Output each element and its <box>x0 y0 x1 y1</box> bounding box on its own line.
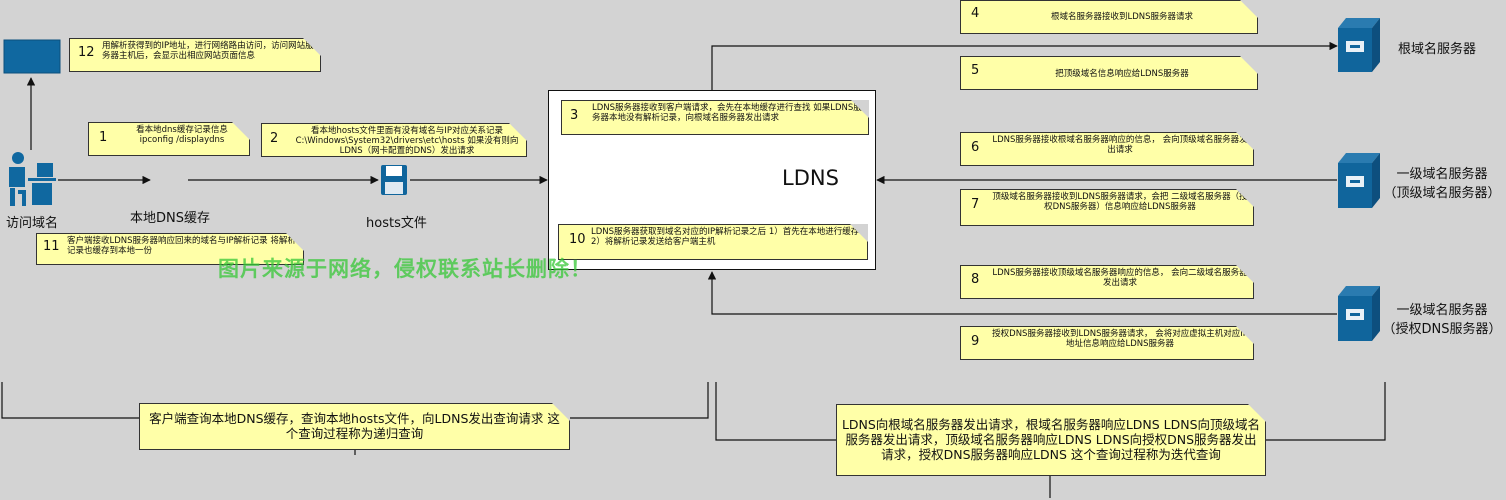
step-text: 看本地hosts文件里面有没有域名与IP对应关系记录 C:\Windows\Sy… <box>295 126 519 156</box>
step-note-4: 4 根域名服务器接收到LDNS服务器请求 <box>960 0 1258 34</box>
step-note-8: 8 LDNS服务器接收顶级域名服务器响应的信息， 会向二级域名服务器发出请求 <box>960 265 1254 299</box>
watermark-text: 图片来源于网络，侵权联系站长删除！ <box>218 257 592 281</box>
hosts-file-label: hosts文件 <box>366 216 427 231</box>
step-text: 看本地dns缓存记录信息 ipconfig /displaydns <box>136 125 228 145</box>
step-text: 授权DNS服务器接收到LDNS服务器请求， 会将对应虚拟主机对应IP地址信息响应… <box>992 329 1248 349</box>
step-text: 把顶级域名信息响应给LDNS服务器 <box>1055 69 1189 79</box>
user-computer-icon <box>9 152 56 206</box>
step-note-12: 12 用解析获得到的IP地址，进行网络路由访问，访问网站服务器主机后，会显示出相… <box>69 38 321 72</box>
step-number: 6 <box>971 140 980 155</box>
step-text: LDNS服务器接收顶级域名服务器响应的信息， 会向二级域名服务器发出请求 <box>992 268 1248 288</box>
step-number: 3 <box>570 108 579 123</box>
step-note-9: 9 授权DNS服务器接收到LDNS服务器请求， 会将对应虚拟主机对应IP地址信息… <box>960 326 1254 360</box>
arrow-ldns-to-root <box>711 41 1338 90</box>
step-text: 客户端接收LDNS服务器响应回来的域名与IP解析记录 将解析记录也缓存到本地一份 <box>67 236 296 256</box>
step-number: 10 <box>569 232 586 247</box>
step-note-11: 11 客户端接收LDNS服务器响应回来的域名与IP解析记录 将解析记录也缓存到本… <box>36 233 304 265</box>
step-note-3: 3 LDNS服务器接收到客户端请求，会先在本地缓存进行查找 如果LDNS服务器本… <box>561 100 869 135</box>
step-number: 5 <box>971 63 980 78</box>
step-number: 4 <box>971 6 980 21</box>
step-text: 用解析获得到的IP地址，进行网络路由访问，访问网站服务器主机后，会显示出相应网站… <box>102 41 314 61</box>
step-number: 11 <box>43 239 60 254</box>
step-note-2: 2 看本地hosts文件里面有没有域名与IP对应关系记录 C:\Windows\… <box>261 123 527 157</box>
step-number: 7 <box>971 197 980 212</box>
ldns-label: LDNS <box>782 166 839 190</box>
step-number: 12 <box>78 45 95 60</box>
root-server-icon <box>1338 18 1380 72</box>
step-text: LDNS服务器获取到域名对应的IP解析记录之后 1）首先在本地进行缓存 2）将解… <box>591 227 860 247</box>
step-number: 9 <box>971 334 980 349</box>
step-text: LDNS服务器接收根域名服务器响应的信息， 会向顶级域名服务器发出请求 <box>992 135 1248 155</box>
step-number: 1 <box>99 130 108 145</box>
tld-server-label: 一级域名服务器 （顶级域名服务器） <box>1383 167 1501 201</box>
dns-cache-label: 本地DNS缓存 <box>130 211 210 226</box>
hosts-file-icon <box>381 165 407 195</box>
step-text: LDNS服务器接收到客户端请求，会先在本地缓存进行查找 如果LDNS服务器本地没… <box>592 103 862 123</box>
tld-server-icon <box>1338 153 1380 208</box>
website-monitor-icon <box>3 39 61 74</box>
step-note-6: 6 LDNS服务器接收根域名服务器响应的信息， 会向顶级域名服务器发出请求 <box>960 132 1254 166</box>
root-server-label: 根域名服务器 <box>1398 42 1477 57</box>
step-number: 8 <box>971 272 980 287</box>
auth-server-label: 一级域名服务器 （授权DNS服务器） <box>1382 303 1502 337</box>
step-note-5: 5 把顶级域名信息响应给LDNS服务器 <box>960 56 1258 90</box>
client-label: 访问域名 <box>6 216 59 231</box>
step-number: 2 <box>270 131 279 146</box>
recursive-query-note: 客户端查询本地DNS缓存，查询本地hosts文件，向LDNS发出查询请求 这个查… <box>139 403 570 450</box>
auth-server-icon <box>1338 286 1380 341</box>
step-note-10: 10 LDNS服务器获取到域名对应的IP解析记录之后 1）首先在本地进行缓存 2… <box>558 224 868 260</box>
step-text: 顶级域名服务器接收到LDNS服务器请求，会把 二级域名服务器（授权DNS服务器）… <box>992 192 1248 212</box>
iterative-query-note: LDNS向根域名服务器发出请求，根域名服务器响应LDNS LDNS向顶级域名服务… <box>836 404 1266 476</box>
step-text: 根域名服务器接收到LDNS服务器请求 <box>1050 12 1194 22</box>
step-note-7: 7 顶级域名服务器接收到LDNS服务器请求，会把 二级域名服务器（授权DNS服务… <box>960 189 1254 226</box>
arrow-auth-to-ldns <box>707 271 1337 315</box>
step-note-1: 1 看本地dns缓存记录信息 ipconfig /displaydns <box>88 122 250 156</box>
